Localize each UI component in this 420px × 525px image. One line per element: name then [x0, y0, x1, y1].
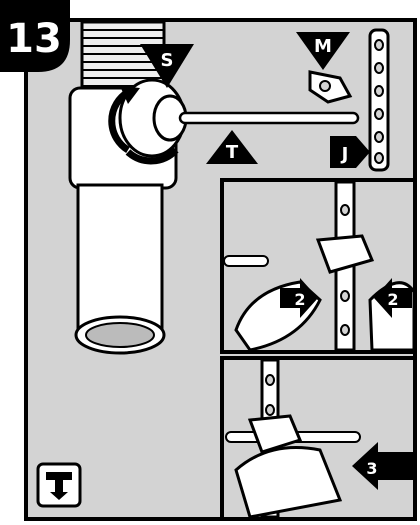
faucet-symbol-icon: [38, 464, 80, 506]
push-left-label: 2: [294, 290, 305, 309]
pivot-rod: [180, 113, 358, 123]
svg-text:M: M: [314, 36, 332, 57]
inset-slide-clip: 3: [222, 358, 415, 519]
svg-text:S: S: [161, 50, 174, 71]
push-right-label: 2: [387, 290, 398, 309]
svg-text:J: J: [340, 144, 349, 165]
slide-label: 3: [366, 459, 377, 478]
step-badge: 13: [0, 0, 70, 72]
step-number: 13: [6, 16, 62, 62]
inset-pinch-clip: 2 2: [222, 180, 415, 352]
svg-text:T: T: [226, 142, 239, 163]
clevis-strap: [370, 30, 388, 170]
